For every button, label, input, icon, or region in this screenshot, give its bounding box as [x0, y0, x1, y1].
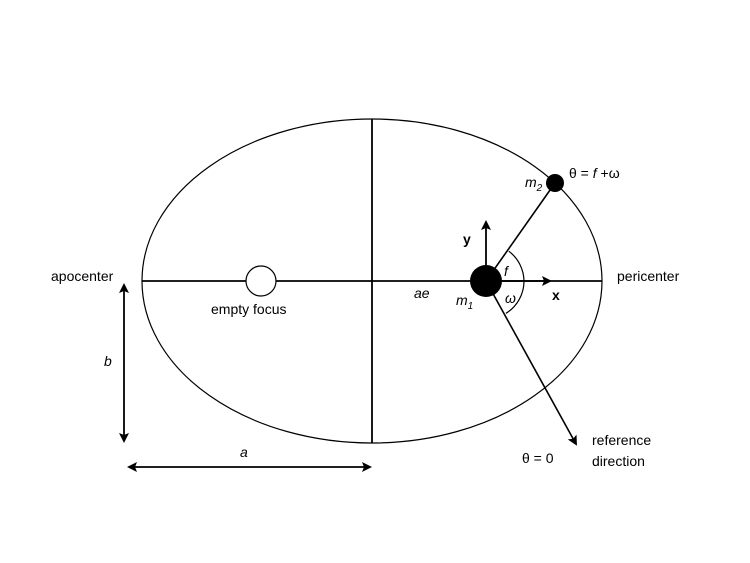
f-angle-arc — [508, 250, 525, 282]
reference-label-line1: reference — [592, 432, 651, 448]
omega-label: ω — [505, 290, 516, 306]
omega-angle-arc — [505, 280, 525, 314]
m2-label-base: m — [525, 174, 537, 190]
m2-label: m2 — [525, 174, 543, 194]
reference-direction-arrow — [485, 280, 577, 446]
apocenter-label: apocenter — [51, 268, 114, 284]
pericenter-label: pericenter — [617, 268, 680, 284]
a-label: a — [240, 444, 248, 460]
theta-eq-rest: +ω — [597, 165, 620, 181]
empty-focus-label: empty focus — [211, 301, 286, 317]
theta-eq-prefix: θ = — [569, 165, 593, 181]
m1-body — [470, 265, 502, 297]
m2-body — [546, 174, 564, 192]
f-label: f — [504, 263, 510, 279]
ae-label: ae — [414, 285, 430, 301]
empty-focus-marker — [245, 265, 277, 297]
theta-eq-f: f — [593, 165, 599, 181]
theta-zero-label: θ = 0 — [522, 450, 554, 466]
radius-vector — [485, 182, 556, 282]
m1-label-base: m — [456, 292, 468, 308]
reference-label-line2: direction — [592, 453, 645, 469]
y-label: y — [463, 231, 471, 247]
m2-label-sub: 2 — [536, 183, 543, 194]
b-label: b — [104, 353, 112, 369]
m1-label-sub: 1 — [468, 301, 474, 312]
theta-f-omega-label: θ = f +ω — [569, 165, 620, 181]
x-label: x — [552, 287, 560, 303]
m1-label: m1 — [456, 292, 473, 312]
